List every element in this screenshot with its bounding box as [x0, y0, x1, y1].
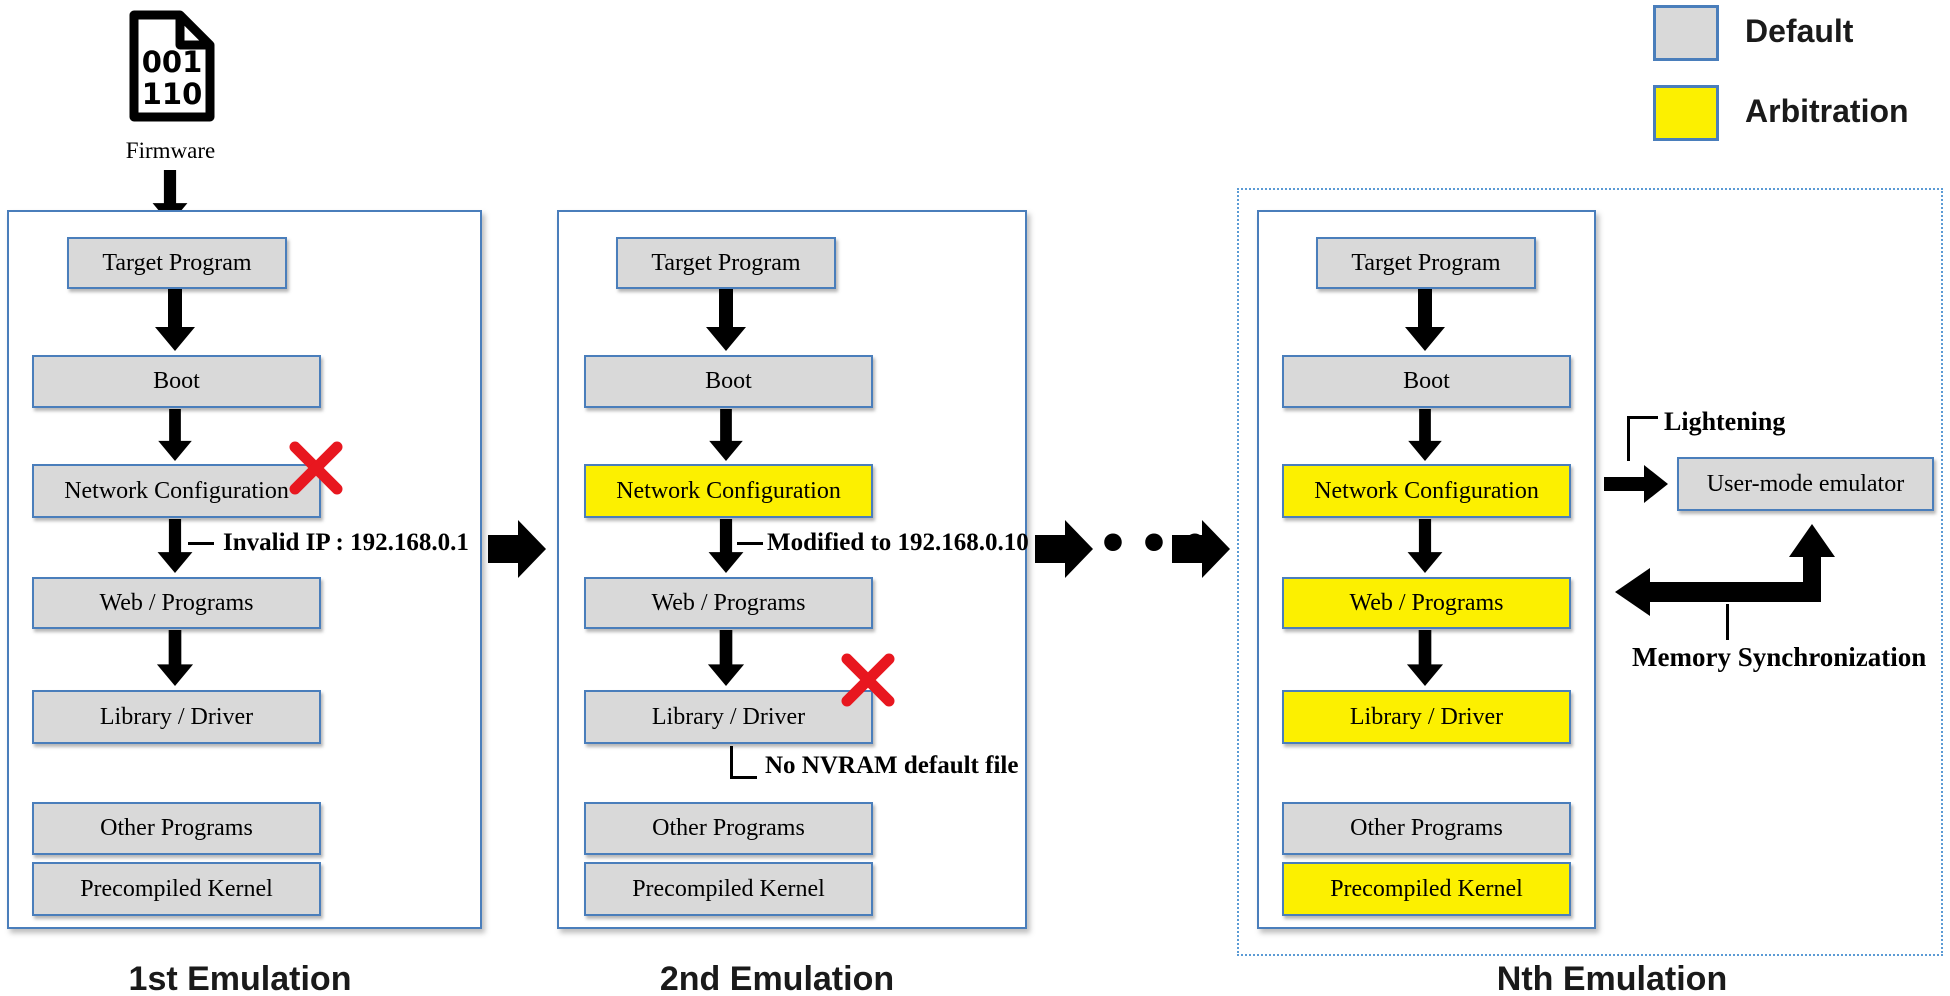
- box-target-program: Target Program: [67, 237, 287, 289]
- box-boot: Boot: [32, 355, 321, 408]
- annotation-nvram: No NVRAM default file: [765, 752, 1019, 779]
- memory-sync-label: Memory Synchronization: [1632, 642, 1927, 672]
- title-nth-emulation: Nth Emulation: [1496, 960, 1728, 996]
- legend-arbitration-swatch: [1653, 85, 1719, 141]
- box-web-programs: Web / Programs: [1282, 577, 1571, 629]
- box-user-mode-emulator: User-mode emulator: [1677, 457, 1934, 511]
- box-web-programs: Web / Programs: [32, 577, 321, 629]
- firmware-binary-line2: 110: [142, 77, 203, 111]
- panel-2nd-emulation: Target Program Boot Network Configuratio…: [557, 210, 1027, 929]
- right-arrow-icon: [1604, 465, 1668, 503]
- down-arrow-icon: [1407, 519, 1443, 573]
- down-arrow-icon: [156, 630, 194, 686]
- annotation-modified-ip: Modified to 192.168.0.10: [737, 529, 1029, 557]
- box-network-configuration: Network Configuration: [1282, 464, 1571, 518]
- box-precompiled-kernel: Precompiled Kernel: [1282, 862, 1571, 916]
- connector-elbow: [1627, 416, 1658, 461]
- box-target-program: Target Program: [616, 237, 836, 289]
- firmware-file-icon: 001 110: [129, 10, 215, 122]
- title-1st-emulation: 1st Emulation: [128, 960, 352, 996]
- down-arrow-icon: [158, 409, 192, 461]
- legend-default-swatch: [1653, 5, 1719, 61]
- error-x-icon: [841, 653, 895, 707]
- connector-elbow: [730, 746, 757, 779]
- lightening-label: Lightening: [1664, 407, 1786, 436]
- down-arrow-icon: [706, 289, 746, 351]
- error-x-icon: [289, 441, 343, 495]
- panel-nth-emulation: Target Program Boot Network Configuratio…: [1257, 210, 1596, 929]
- down-arrow-icon: [1408, 409, 1442, 461]
- connector-tick: [1726, 604, 1729, 640]
- firmware-binary-line1: 001: [142, 45, 203, 79]
- box-precompiled-kernel: Precompiled Kernel: [32, 862, 321, 916]
- down-arrow-icon: [155, 289, 195, 351]
- box-other-programs: Other Programs: [1282, 802, 1571, 855]
- connector-dash: [737, 541, 763, 545]
- box-boot: Boot: [584, 355, 873, 408]
- box-other-programs: Other Programs: [584, 802, 873, 855]
- down-arrow-icon: [157, 519, 193, 573]
- panel-1st-emulation: Target Program Boot Network Configuratio…: [7, 210, 482, 929]
- box-precompiled-kernel: Precompiled Kernel: [584, 862, 873, 916]
- down-arrow-icon: [707, 630, 745, 686]
- title-2nd-emulation: 2nd Emulation: [659, 960, 895, 996]
- box-boot: Boot: [1282, 355, 1571, 408]
- box-library-driver: Library / Driver: [1282, 690, 1571, 744]
- right-arrow-icon: [1172, 520, 1230, 578]
- box-other-programs: Other Programs: [32, 802, 321, 855]
- down-arrow-icon: [1406, 630, 1444, 686]
- down-arrow-icon: [709, 409, 743, 461]
- firmware-label: Firmware: [125, 138, 216, 163]
- right-arrow-icon: [488, 520, 546, 578]
- box-target-program: Target Program: [1316, 237, 1536, 289]
- box-library-driver: Library / Driver: [32, 690, 321, 744]
- annotation-invalid-ip: Invalid IP : 192.168.0.1: [188, 529, 469, 557]
- legend-arbitration-label: Arbitration: [1745, 93, 1909, 129]
- box-web-programs: Web / Programs: [584, 577, 873, 629]
- box-network-configuration: Network Configuration: [584, 464, 873, 518]
- legend-default-label: Default: [1745, 13, 1854, 49]
- down-arrow-icon: [708, 519, 744, 573]
- box-network-configuration: Network Configuration: [32, 464, 321, 518]
- right-arrow-icon: [1035, 520, 1093, 578]
- down-arrow-icon: [1405, 289, 1445, 351]
- connector-dash: [188, 541, 214, 545]
- box-library-driver: Library / Driver: [584, 690, 873, 744]
- memory-sync-arrow-icon: [1615, 524, 1835, 616]
